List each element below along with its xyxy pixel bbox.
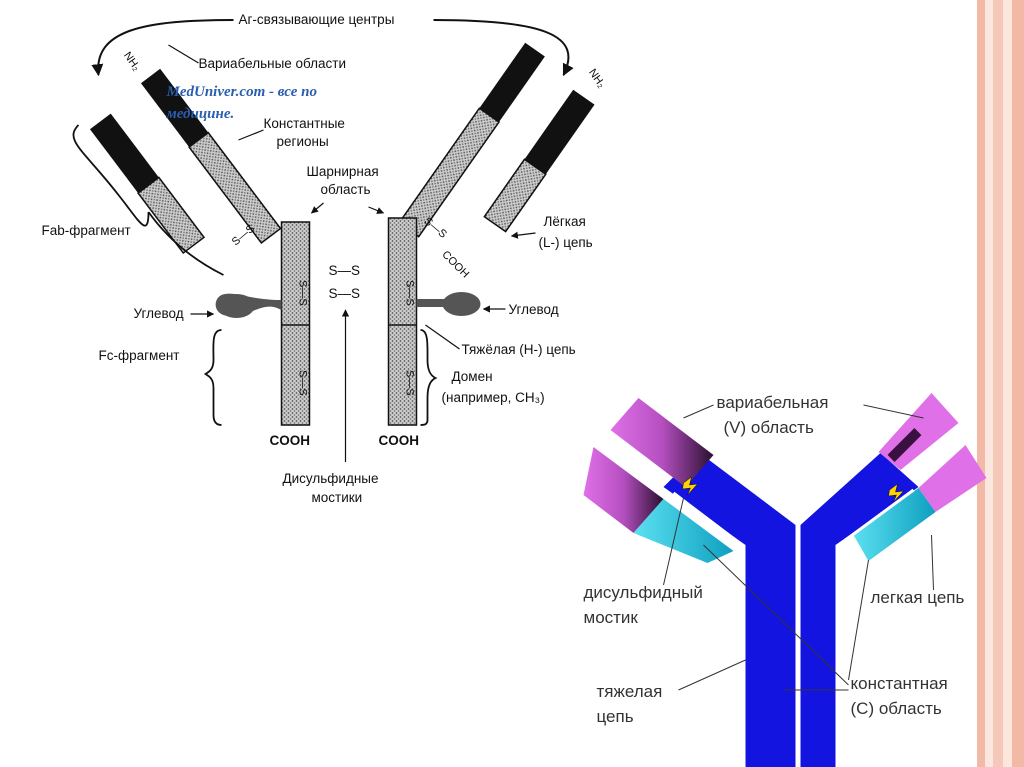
constant-label: (С) область — [851, 699, 942, 718]
variable-label: вариабельная — [717, 393, 829, 412]
hinge-arrow — [368, 206, 385, 214]
variable-domain — [918, 445, 987, 512]
cooh-light-label: COOH — [439, 249, 471, 281]
heavy-chain-label: тяжелая — [597, 682, 663, 701]
light-constant-domain — [483, 158, 547, 233]
domain-label: Домен — [452, 369, 493, 384]
fab-bracket — [72, 124, 224, 276]
light-constant-domain — [137, 176, 206, 255]
leader-line — [683, 404, 714, 419]
variable-dark-band — [887, 428, 922, 462]
variable-regions-label: Вариабельные области — [199, 56, 347, 71]
left-heavy-arm — [140, 68, 282, 244]
domain-label: (например, СН₃) — [442, 390, 545, 405]
top-diagram: Аг-связывающие центры — [42, 12, 608, 505]
leader-line — [168, 44, 199, 64]
constant-regions-label: Константные — [264, 116, 345, 131]
leader-line — [238, 129, 264, 141]
heavy-chain-line — [425, 324, 460, 350]
variable-domain — [583, 447, 664, 533]
carb-left-label: Углевод — [134, 306, 184, 321]
ag-binding-arc — [91, 19, 234, 77]
disulfide-icon — [888, 483, 905, 503]
ss-bond: S—S — [329, 286, 361, 301]
fc-label: Fc-фрагмент — [99, 348, 180, 363]
leader-line — [678, 659, 746, 691]
watermark: медицине. — [166, 106, 235, 122]
left-light-arm — [89, 113, 206, 255]
light-constant-domain — [853, 488, 936, 561]
carbohydrate-right — [416, 299, 447, 307]
heavy-constant-domain — [188, 131, 282, 244]
heavy-variable-domain — [140, 68, 209, 148]
fc-bracket — [203, 329, 222, 426]
constant-regions-label: регионы — [277, 134, 329, 149]
watermark: MedUniver.com - все по — [166, 84, 317, 100]
light-chain-label: легкая цепь — [871, 588, 965, 607]
disulfide-icon — [682, 476, 699, 496]
right-light-arm — [483, 89, 595, 233]
domain-bracket — [420, 329, 438, 426]
leader-line — [703, 544, 849, 686]
leader-line — [863, 404, 924, 419]
ss-bond: S—S — [404, 280, 416, 306]
border-stripe — [1003, 0, 1012, 767]
chain-separator — [844, 488, 915, 542]
hinge-arrow — [310, 202, 324, 214]
disulfide-label: дисульфидный — [584, 583, 703, 602]
heavy-chain-left — [663, 452, 796, 767]
ag-binding-arc — [433, 19, 574, 77]
hinge-label: область — [321, 182, 371, 197]
ag-binding-label: Аг-связывающие центры — [239, 12, 395, 27]
heavy-variable-domain — [479, 42, 545, 123]
heavy-chain-label: Тяжёлая (Н-) цепь — [462, 342, 576, 357]
light-chain-arrow — [510, 231, 536, 239]
ss-bond: S—S — [404, 370, 416, 396]
nh2-right-label: NH₂ — [586, 67, 607, 90]
border-stripe — [985, 0, 993, 767]
border-stripe — [993, 0, 1003, 767]
disulfide-label: мостик — [584, 608, 639, 627]
carb-right-label: Углевод — [509, 302, 559, 317]
carbohydrate-left — [218, 294, 255, 318]
leader-line — [663, 497, 684, 586]
left-heavy-stem — [280, 221, 311, 426]
border-stripe — [977, 0, 985, 767]
heavy-chain-label: цепь — [597, 707, 634, 726]
ss-bond: S—S — [329, 263, 361, 278]
light-chain-label: Лёгкая — [544, 214, 586, 229]
ss-bond: S—S — [297, 370, 309, 396]
light-variable-domain — [524, 89, 595, 175]
border-stripe — [1012, 0, 1024, 767]
cooh-right-label: COOH — [379, 433, 420, 448]
light-variable-domain — [89, 113, 159, 194]
light-constant-domain — [633, 499, 734, 563]
right-heavy-stem — [387, 217, 418, 426]
light-chain-label: (L-) цепь — [539, 235, 593, 250]
hinge-label: Шарнирная — [307, 164, 379, 179]
variable-domain — [878, 393, 959, 470]
chain-separator — [672, 491, 737, 542]
constant-label: константная — [851, 674, 948, 693]
variable-domain — [610, 398, 714, 487]
variable-label: (V) область — [724, 418, 814, 437]
ss-bond: S—S — [297, 280, 309, 306]
leader-line — [848, 559, 869, 681]
heavy-chain-right — [800, 453, 919, 767]
nh2-left-label: NH₂ — [121, 50, 142, 73]
slide-border — [977, 0, 1024, 767]
cooh-left-label: COOH — [270, 433, 311, 448]
bottom-diagram: вариабельная (V) область дисульфидный мо… — [583, 393, 987, 767]
disulfide-label: Дисульфидные — [283, 471, 379, 486]
carbohydrate-right — [442, 292, 481, 316]
disulfide-label: мостики — [312, 490, 363, 505]
leader-line — [931, 534, 934, 591]
fab-label: Fab-фрагмент — [42, 223, 131, 238]
